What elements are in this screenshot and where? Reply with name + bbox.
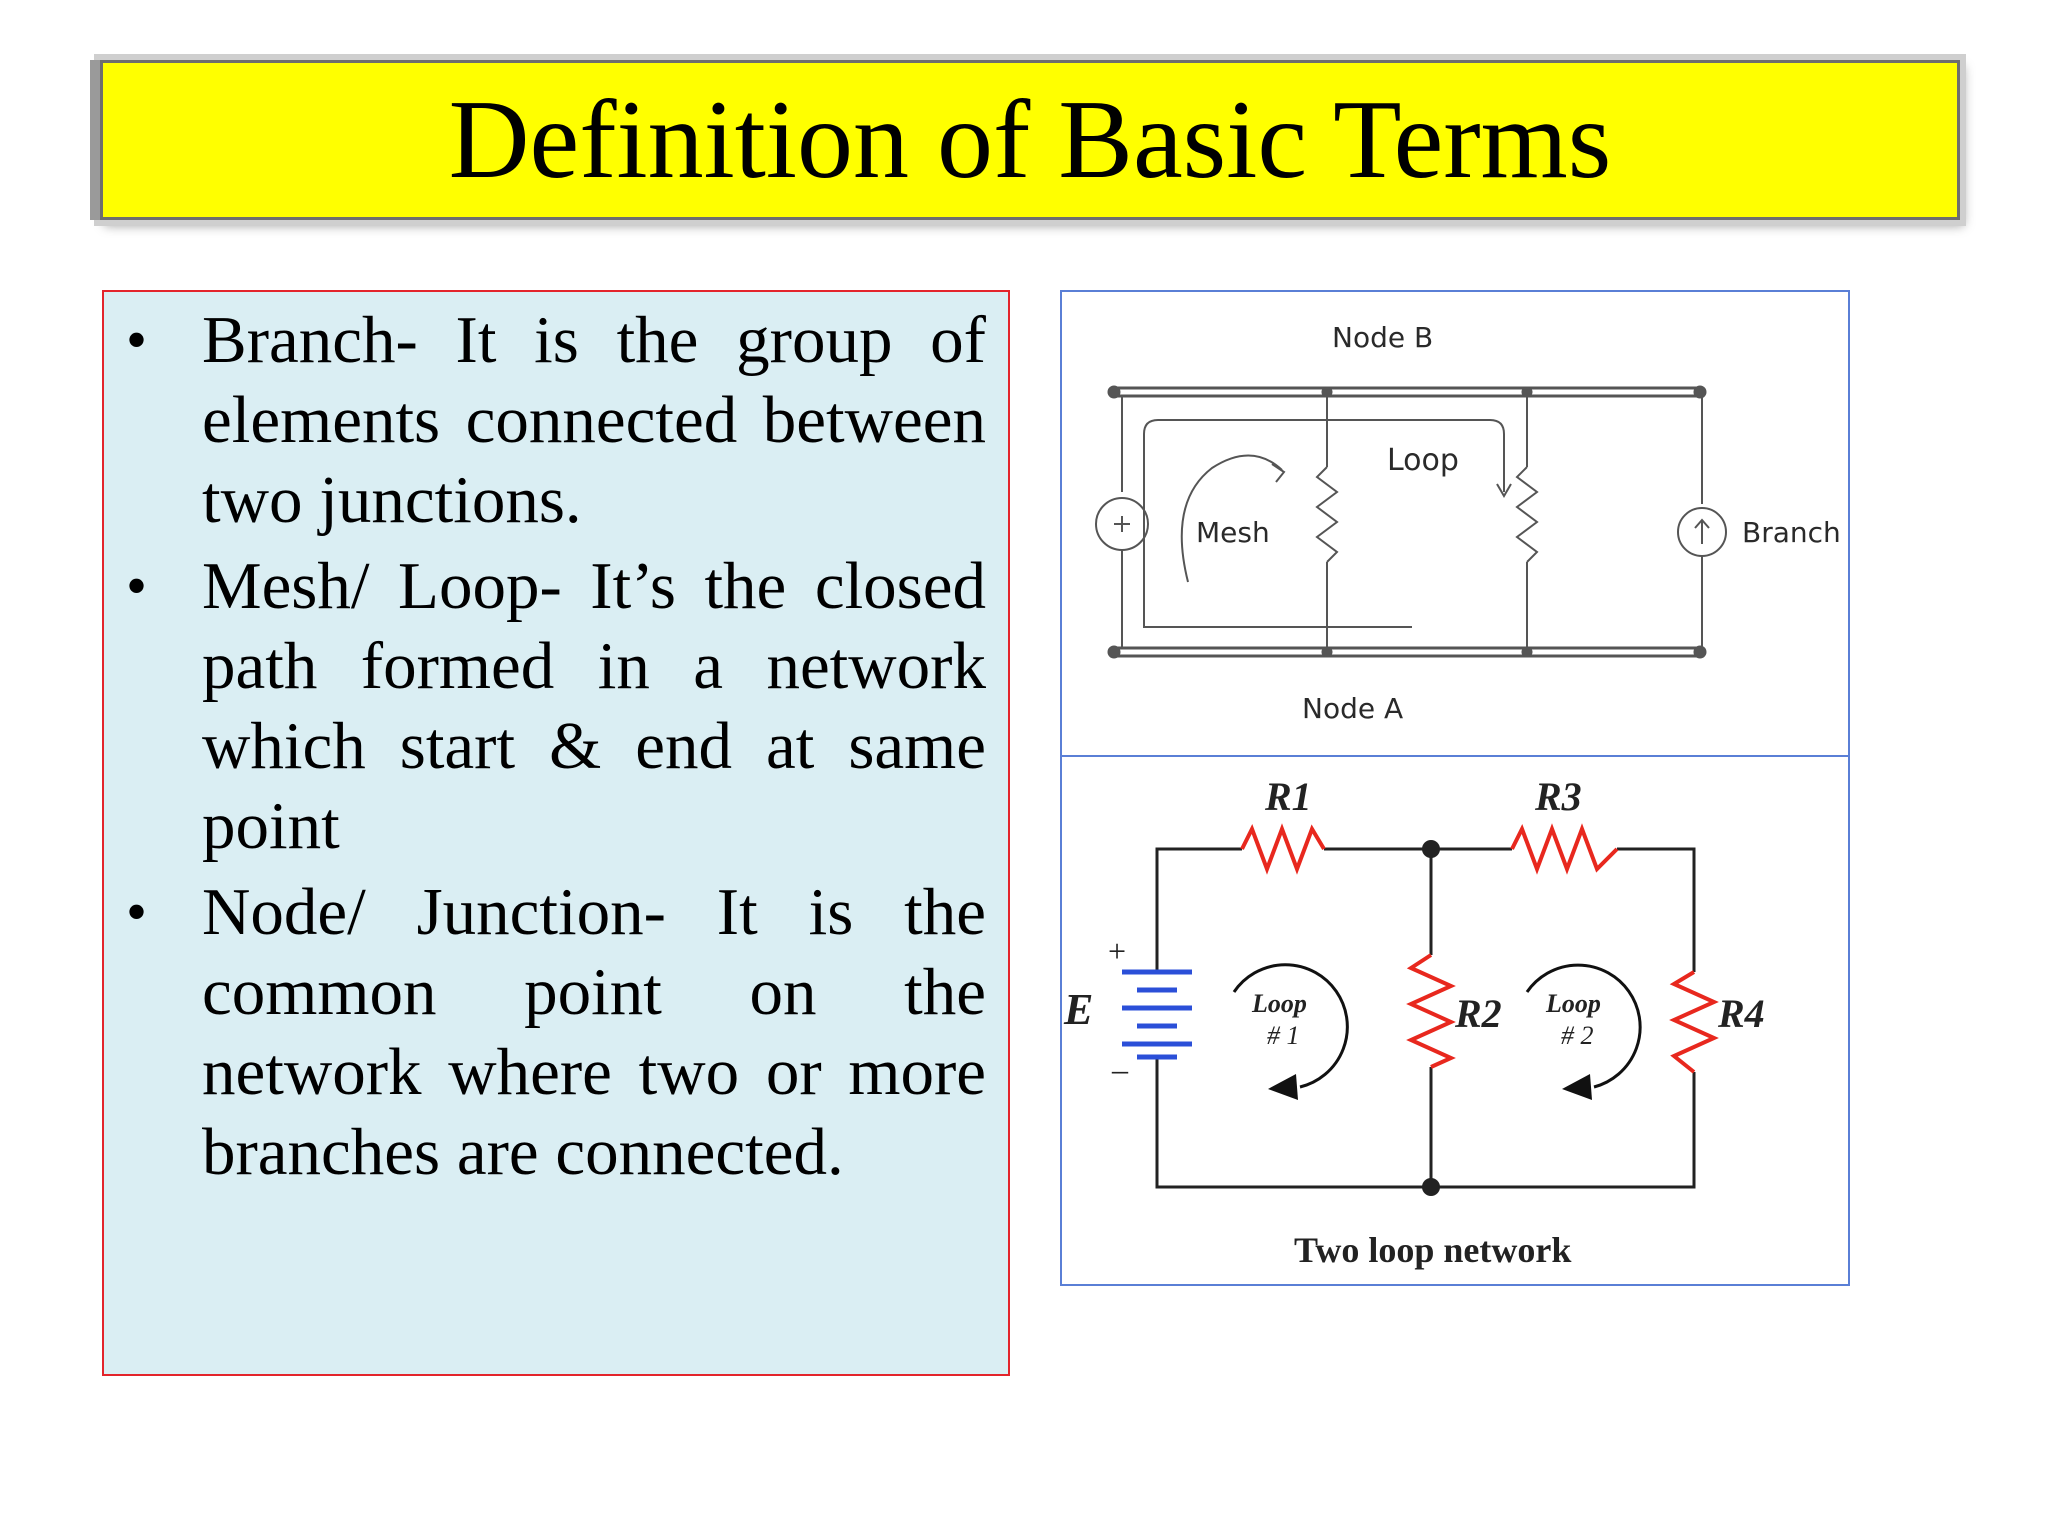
loop-1-label: Loop — [1251, 989, 1307, 1018]
current-arrow — [1694, 518, 1710, 529]
loop-2-number: # 2 — [1561, 1021, 1594, 1050]
node-dot — [1321, 386, 1333, 398]
r3-label: R3 — [1534, 774, 1582, 819]
r2-label: R2 — [1454, 991, 1502, 1036]
node-dot — [1107, 645, 1121, 659]
circuit-diagrams: Node B Node A Loop Mesh Branch — [1062, 321, 1848, 1270]
node-dot — [1521, 646, 1533, 658]
node-a-label: Node A — [1302, 692, 1403, 725]
junction-dot — [1422, 1178, 1440, 1196]
branch-label: Branch — [1742, 516, 1841, 549]
node-dot — [1693, 385, 1707, 399]
minus-sign: – — [1111, 1051, 1129, 1087]
definition-branch: • Branch- It is the group of elements co… — [104, 300, 986, 540]
e-label: E — [1063, 985, 1093, 1034]
wire — [1155, 847, 1242, 972]
definition-mesh-loop: • Mesh/ Loop- It’s the closed path forme… — [104, 546, 986, 866]
bullet-icon: • — [126, 553, 148, 619]
resistor-r4-icon — [1669, 970, 1719, 1074]
r4-label: R4 — [1717, 991, 1765, 1036]
loop-path — [1143, 419, 1505, 628]
mesh-arrow — [1180, 454, 1283, 583]
junction-dot — [1422, 840, 1440, 858]
resistor-r3-icon — [1510, 823, 1619, 875]
bullet-icon: • — [126, 307, 148, 373]
node-loop-mesh-diagram — [1095, 385, 1727, 659]
definition-branch-text: Branch- It is the group of elements conn… — [202, 303, 986, 537]
plus-sign: + — [1108, 933, 1126, 969]
loop-1-arrow-head-icon — [1268, 1074, 1298, 1100]
wire — [1617, 847, 1696, 972]
page-title: Definition of Basic Terms — [448, 78, 1612, 202]
two-loop-network-diagram — [1122, 823, 1719, 1196]
node-dot — [1107, 385, 1121, 399]
definition-node-junction: • Node/ Junction- It is the common point… — [104, 872, 986, 1192]
loop-1-number: # 1 — [1267, 1021, 1300, 1050]
circuit-figure: Node B Node A Loop Mesh Branch — [1060, 290, 1850, 1286]
definition-node-junction-text: Node/ Junction- It is the common point o… — [202, 875, 986, 1189]
loop-1-arrow-icon — [1232, 963, 1349, 1089]
definition-mesh-loop-text: Mesh/ Loop- It’s the closed path formed … — [202, 549, 986, 863]
loop-2-arrow-head-icon — [1562, 1074, 1592, 1100]
mesh-label: Mesh — [1196, 516, 1270, 549]
definitions-box: • Branch- It is the group of elements co… — [102, 290, 1010, 1376]
resistor-icon — [1315, 466, 1339, 563]
node-dot — [1693, 645, 1707, 659]
loop-arrow — [1496, 483, 1512, 498]
node-dot — [1321, 646, 1333, 658]
r1-label: R1 — [1264, 774, 1312, 819]
resistor-icon — [1515, 466, 1539, 563]
title-banner: Definition of Basic Terms — [100, 60, 1960, 220]
node-b-label: Node B — [1332, 321, 1433, 354]
two-loop-caption: Two loop network — [1294, 1230, 1571, 1270]
loop-2-arrow-icon — [1525, 963, 1642, 1089]
resistor-r2-icon — [1406, 953, 1456, 1069]
definitions-list: • Branch- It is the group of elements co… — [104, 300, 986, 1192]
bullet-icon: • — [126, 879, 148, 945]
loop-2-label: Loop — [1545, 989, 1601, 1018]
resistor-r1-icon — [1240, 823, 1326, 875]
loop-label: Loop — [1387, 443, 1459, 478]
node-dot — [1521, 386, 1533, 398]
mesh-arrow-head — [1271, 463, 1286, 483]
